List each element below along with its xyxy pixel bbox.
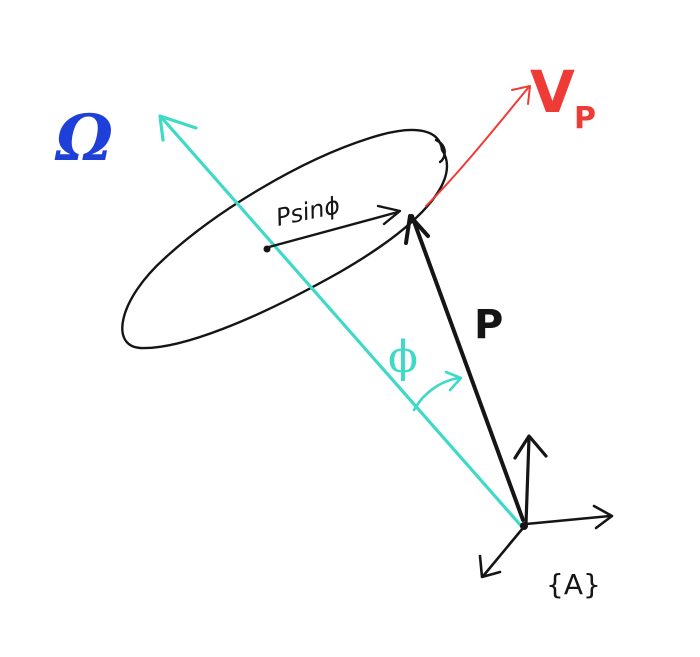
frame-y-axis xyxy=(524,514,612,526)
radius-vector xyxy=(267,210,400,249)
position-label: P xyxy=(474,302,503,348)
frame-origin xyxy=(520,522,528,530)
frame-y-axis-arrowhead xyxy=(592,504,614,530)
angle-label: ϕ xyxy=(388,332,418,383)
rotation-circle-overstroke xyxy=(434,138,446,164)
angle-arc xyxy=(412,376,462,412)
velocity-vector-arrowhead xyxy=(511,85,531,105)
position-vector xyxy=(410,214,525,522)
velocity-vector xyxy=(425,87,529,207)
velocity-subscript-label: P xyxy=(574,101,596,136)
frame-x-axis-arrowhead xyxy=(478,554,502,579)
omega-label: Ω xyxy=(54,101,113,176)
frame-x-axis xyxy=(482,526,525,577)
position-vector-arrowhead xyxy=(404,214,430,245)
frame-z-axis-arrowhead xyxy=(513,434,548,460)
angle-arc-arrowhead xyxy=(444,370,463,392)
omega-axis-arrowhead xyxy=(158,114,198,142)
rotation-circle xyxy=(121,128,449,350)
radius-vector-arrowhead xyxy=(376,204,402,226)
radius-label: Psinϕ xyxy=(273,191,342,232)
frame-z-axis xyxy=(524,436,531,526)
omega-axis xyxy=(160,116,525,530)
frame-label: {A} xyxy=(546,568,601,601)
velocity-label: V xyxy=(530,58,575,126)
